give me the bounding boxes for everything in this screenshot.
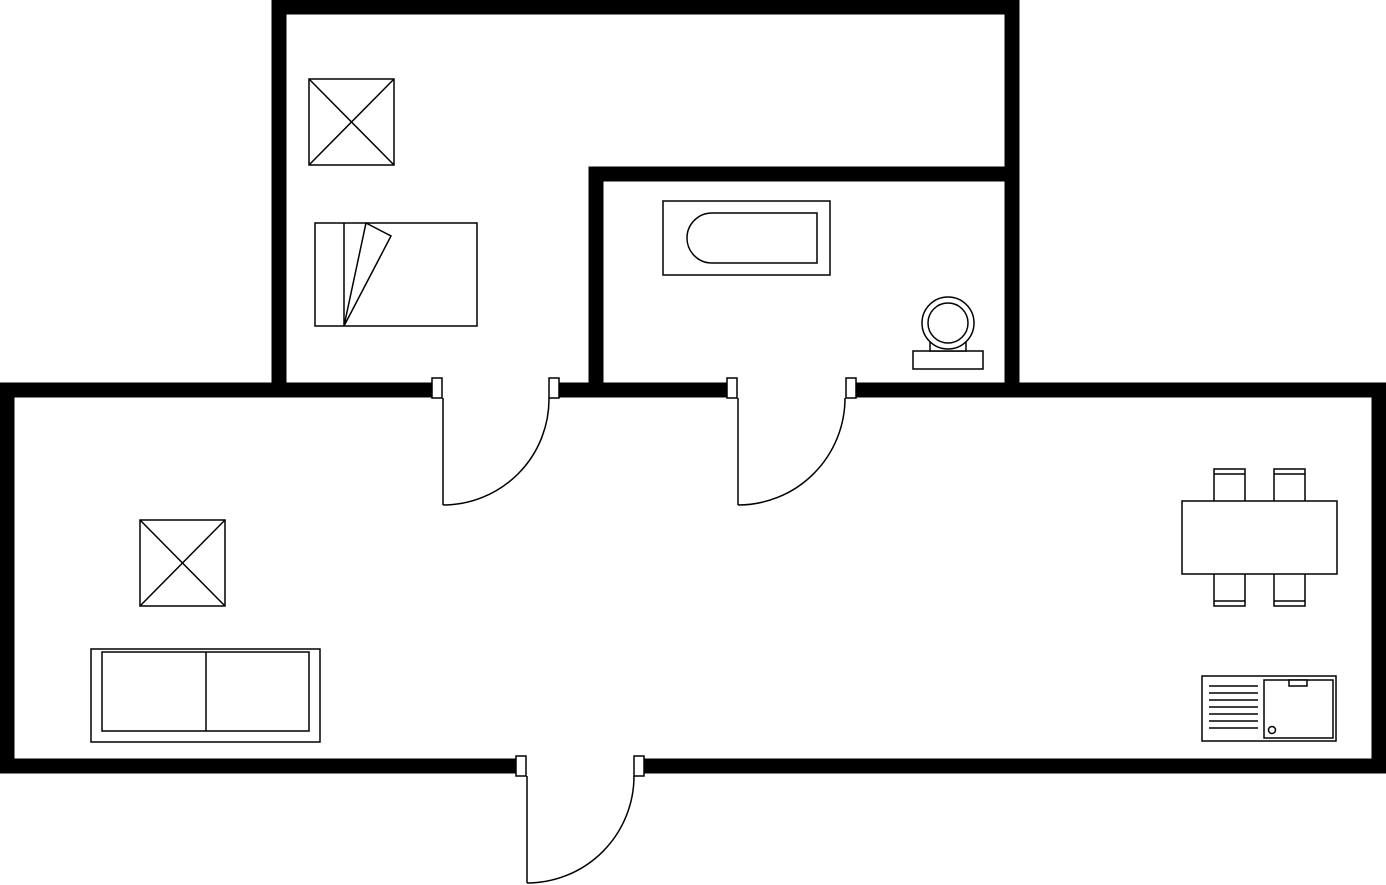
sofa: [90, 648, 321, 743]
dining-chair: [1213, 468, 1246, 505]
toilet: [912, 296, 984, 370]
bedroom-door[interactable]: [431, 377, 560, 506]
living-lamp: [139, 519, 226, 607]
bathtub: [662, 200, 831, 276]
dining-table: [1181, 500, 1338, 575]
bed: [314, 221, 478, 327]
kitchen-sink: [1201, 675, 1337, 742]
entrance-door[interactable]: [515, 755, 645, 884]
living-room: [0, 382, 1386, 774]
bathroom-door[interactable]: [726, 377, 857, 506]
dining-chair: [1213, 570, 1246, 607]
dining-chair: [1273, 468, 1306, 505]
dining-chair: [1273, 570, 1306, 607]
bedroom-room: [271, 0, 1020, 398]
bedroom-lamp: [308, 78, 395, 166]
